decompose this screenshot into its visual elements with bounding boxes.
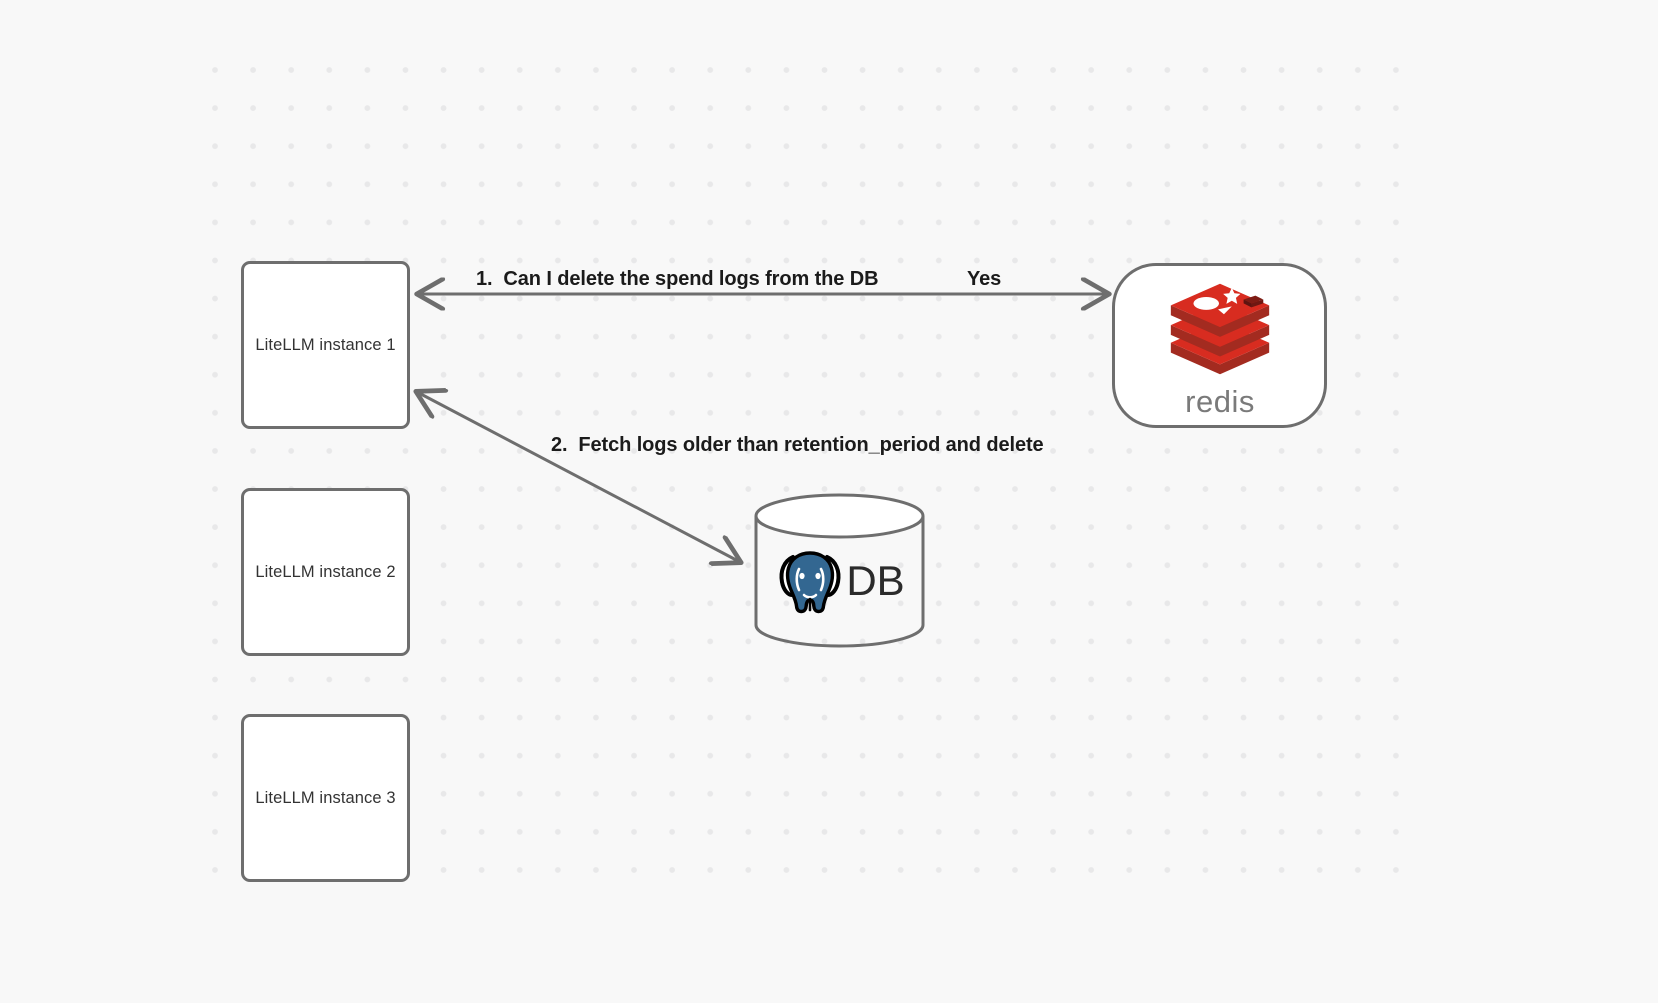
node-litellm-instance-3[interactable]: LiteLLM instance 3: [241, 714, 410, 882]
node-label: LiteLLM instance 3: [255, 788, 396, 807]
node-label: LiteLLM instance 2: [255, 562, 396, 581]
node-redis[interactable]: redis: [1112, 263, 1327, 428]
db-label: DB: [846, 556, 905, 604]
edge-label-1-reply: Yes: [967, 268, 1002, 290]
node-label: LiteLLM instance 1: [255, 335, 396, 354]
postgresql-elephant-icon: [779, 550, 841, 613]
node-database[interactable]: DB: [753, 492, 926, 649]
edge-label-2: 2. Fetch logs older than retention_perio…: [551, 434, 1044, 456]
redis-logo: [1170, 283, 1269, 374]
edge-label-1: 1. Can I delete the spend logs from the …: [476, 268, 879, 290]
node-litellm-instance-2[interactable]: LiteLLM instance 2: [241, 488, 410, 656]
redis-wordmark: redis: [1185, 385, 1255, 419]
redis-wordmark-text: redis: [1185, 385, 1255, 419]
cylinder-shape: [754, 493, 925, 648]
node-litellm-instance-1[interactable]: LiteLLM instance 1: [241, 261, 410, 429]
edge-instance1-db: [417, 392, 740, 562]
